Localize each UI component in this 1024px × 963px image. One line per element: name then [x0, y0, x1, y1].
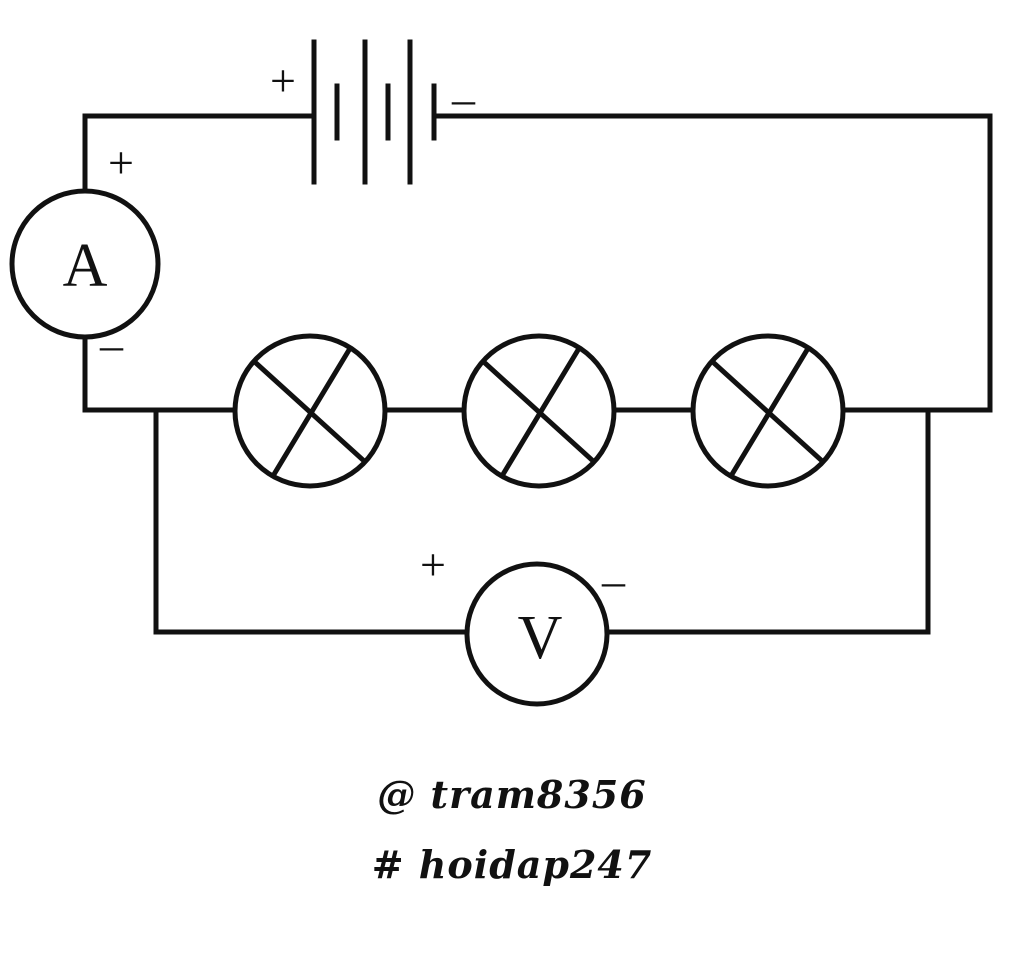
lamp-2-cross-b [498, 346, 582, 480]
lamp-3 [690, 333, 846, 489]
voltmeter: V + – [420, 539, 626, 707]
ammeter-symbol: A [63, 232, 108, 300]
battery-plus-sign: + [270, 55, 296, 106]
ammeter-plus-sign: + [108, 137, 134, 188]
ammeter: A + – [9, 137, 161, 370]
circuit-wires [82, 113, 993, 635]
wire-voltmeter-right [605, 407, 931, 635]
battery-minus-sign: – [451, 73, 476, 124]
wire-top-left [82, 113, 317, 193]
voltmeter-circle [464, 561, 610, 707]
battery: + – [270, 39, 476, 185]
wire-voltmeter-left [153, 407, 469, 635]
voltmeter-plus-sign: + [420, 539, 446, 590]
lamp-1-cross-b [269, 346, 353, 480]
lamp-1 [232, 333, 388, 489]
ammeter-circle [9, 188, 161, 340]
voltmeter-minus-sign: – [601, 555, 626, 606]
watermark-hashtag: # hoidap247 [371, 842, 653, 887]
ammeter-minus-sign: – [99, 319, 124, 370]
watermark-author: @ tram8356 [377, 772, 647, 817]
voltmeter-symbol: V [518, 604, 563, 672]
lamp-2 [461, 333, 617, 489]
lamp-3-cross-b [727, 346, 811, 480]
wire-top-right-loop [431, 113, 993, 413]
